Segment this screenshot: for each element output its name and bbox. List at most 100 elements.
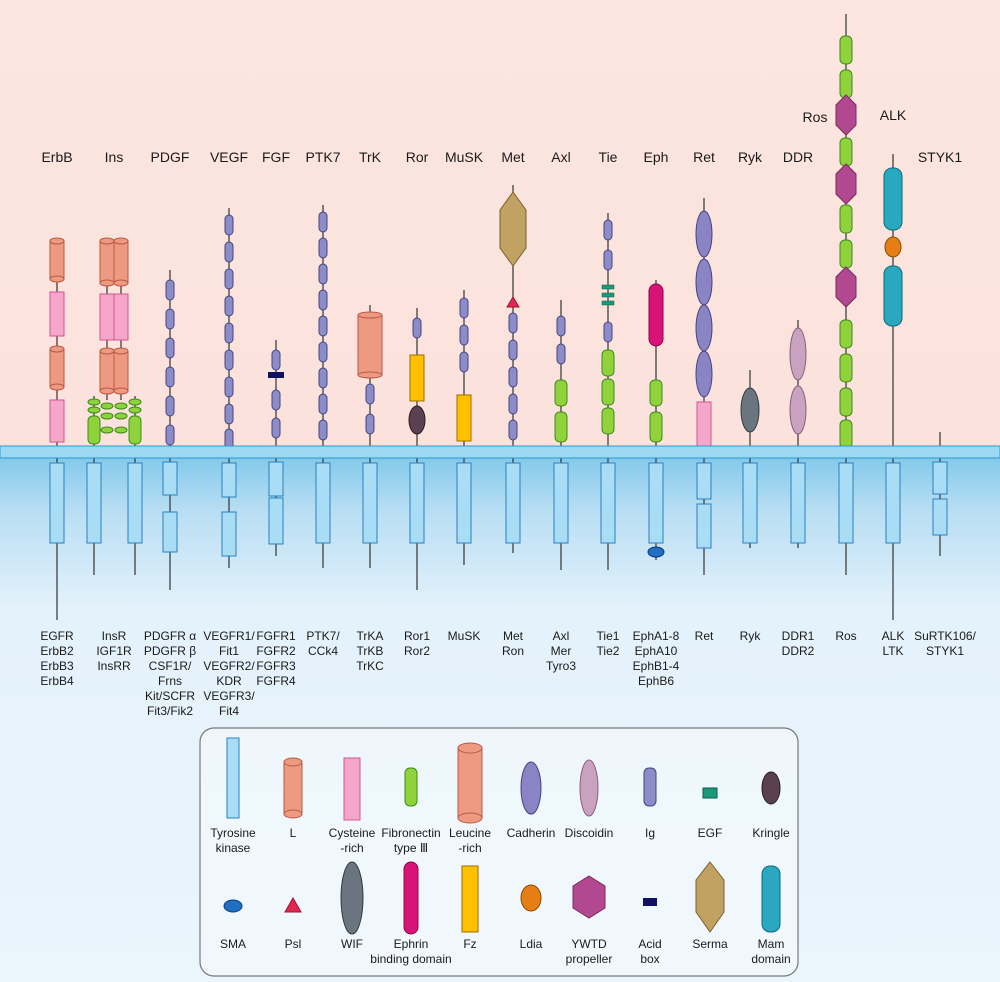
member-label-vegf: VEGFR3/ — [203, 689, 255, 703]
fibronectin-domain — [554, 379, 568, 407]
wif-domain — [740, 387, 760, 433]
member-label-axl: Mer — [551, 644, 572, 658]
ig-domain — [165, 308, 175, 330]
ig-domain — [224, 322, 234, 344]
ywtd-propeller — [835, 94, 857, 136]
member-label-trk: TrKB — [357, 644, 384, 658]
tyrosine-kinase-domain — [221, 511, 237, 557]
legend-symbol-acid-box — [643, 898, 657, 906]
member-label-pdgf: PDGFR β — [144, 644, 196, 658]
family-label-ryk: Ryk — [738, 149, 763, 165]
fibronectin-domain — [839, 69, 853, 99]
member-label-pdgf: CSF1R/ — [149, 659, 192, 673]
tyrosine-kinase-domain — [505, 462, 521, 544]
l-symbol-base — [283, 809, 303, 819]
ig-domain — [224, 268, 234, 290]
tyrosine-kinase-domain — [932, 461, 948, 495]
fibronectin-domain — [839, 419, 853, 449]
member-label-ddr: DDR1 — [782, 629, 815, 643]
fibronectin-domain — [839, 387, 853, 417]
member-label-eph: EphA10 — [635, 644, 678, 658]
legend-symbol-ig — [643, 767, 657, 807]
fibronectin-subunit — [128, 406, 142, 414]
tyrosine-kinase-domain — [86, 462, 102, 544]
legend-label-acid-box: box — [640, 952, 659, 966]
legend-label-ig: Ig — [645, 826, 655, 840]
member-label-trk: TrKC — [356, 659, 384, 673]
ig-domain — [271, 349, 281, 371]
legend-symbol-egf — [702, 787, 718, 799]
l-domain-cap — [99, 237, 115, 245]
ig-domain — [318, 289, 328, 311]
l-domain-base — [113, 279, 129, 287]
tyrosine-kinase-symbol — [226, 737, 240, 819]
member-label-ins: InsR — [102, 629, 127, 643]
fz-symbol — [461, 865, 479, 933]
member-label-alk: ALK — [882, 629, 905, 643]
tyrosine-kinase-domain — [696, 503, 712, 549]
member-label-ins: InsRR — [97, 659, 131, 673]
legend-label-cysteine-rich: -rich — [340, 841, 363, 855]
member-label-vegf: KDR — [216, 674, 242, 688]
member-label-alk: LTK — [882, 644, 903, 658]
ig-domain — [508, 419, 518, 441]
l-domain-cap — [49, 237, 65, 245]
l-domain-cap — [99, 347, 115, 355]
tyrosine-kinase-domain — [49, 462, 65, 544]
leucine-rich-domain-cap — [357, 311, 383, 319]
l-domain — [99, 350, 115, 392]
fibronectin-subunit — [114, 426, 128, 434]
legend-label-wif: WIF — [341, 937, 363, 951]
cysteine-rich-domain — [49, 399, 65, 443]
family-label-musk: MuSK — [445, 149, 484, 165]
family-label-vegf: VEGF — [210, 149, 248, 165]
legend-label-ephrin-binding: Ephrin — [394, 937, 429, 951]
member-label-styk1: STYK1 — [926, 644, 964, 658]
ig-domain — [556, 315, 566, 337]
member-label-axl: Axl — [553, 629, 570, 643]
kringle-symbol — [761, 771, 781, 805]
l-domain-base — [49, 383, 65, 391]
ig-domain — [318, 211, 328, 233]
legend-symbol-sma — [223, 899, 243, 913]
ig-symbol — [643, 767, 657, 807]
legend-label-ywtd: YWTD — [571, 937, 607, 951]
tyrosine-kinase-domain — [838, 462, 854, 544]
family-label-styk1: STYK1 — [918, 149, 963, 165]
member-label-fgf: FGFR1 — [256, 629, 296, 643]
legend-label-leucine-rich: Leucine — [449, 826, 491, 840]
serma-domain — [499, 191, 527, 267]
tyrosine-kinase-domain — [268, 461, 284, 497]
ywtd-symbol — [572, 875, 606, 919]
ig-domain — [603, 321, 613, 343]
l-domain-base — [99, 387, 115, 395]
cysteine-rich-domain — [49, 291, 65, 337]
family-label-erbb: ErbB — [41, 149, 72, 165]
egf-symbol — [702, 787, 718, 799]
legend-label-tyrosine-kinase: Tyrosine — [210, 826, 256, 840]
ig-domain — [318, 393, 328, 415]
egf-domain — [601, 284, 615, 290]
fibronectin-domain — [839, 353, 853, 383]
family-label-trk: TrK — [359, 149, 382, 165]
tyrosine-kinase-domain — [932, 498, 948, 536]
member-label-erbb: EGFR — [40, 629, 74, 643]
legend-label-mam: Mam — [758, 937, 785, 951]
tyrosine-kinase-domain — [162, 461, 178, 496]
tyrosine-kinase-domain — [696, 462, 712, 500]
member-label-ror: Ror2 — [404, 644, 430, 658]
legend-symbol-ywtd — [572, 875, 606, 919]
ig-domain — [365, 383, 375, 405]
legend-symbol-cadherin — [520, 761, 542, 815]
ywtd-propeller — [835, 163, 857, 205]
ig-domain — [165, 337, 175, 359]
ig-domain — [459, 351, 469, 373]
member-label-ror: Ror1 — [404, 629, 430, 643]
legend-label-mam: domain — [751, 952, 790, 966]
tyrosine-kinase-domain — [648, 462, 664, 544]
ig-domain — [508, 366, 518, 388]
member-label-vegf: VEGFR2/ — [203, 659, 255, 673]
fibronectin-domain — [839, 239, 853, 269]
fibronectin-domain — [601, 349, 615, 377]
legend-symbol-mam — [761, 865, 781, 933]
